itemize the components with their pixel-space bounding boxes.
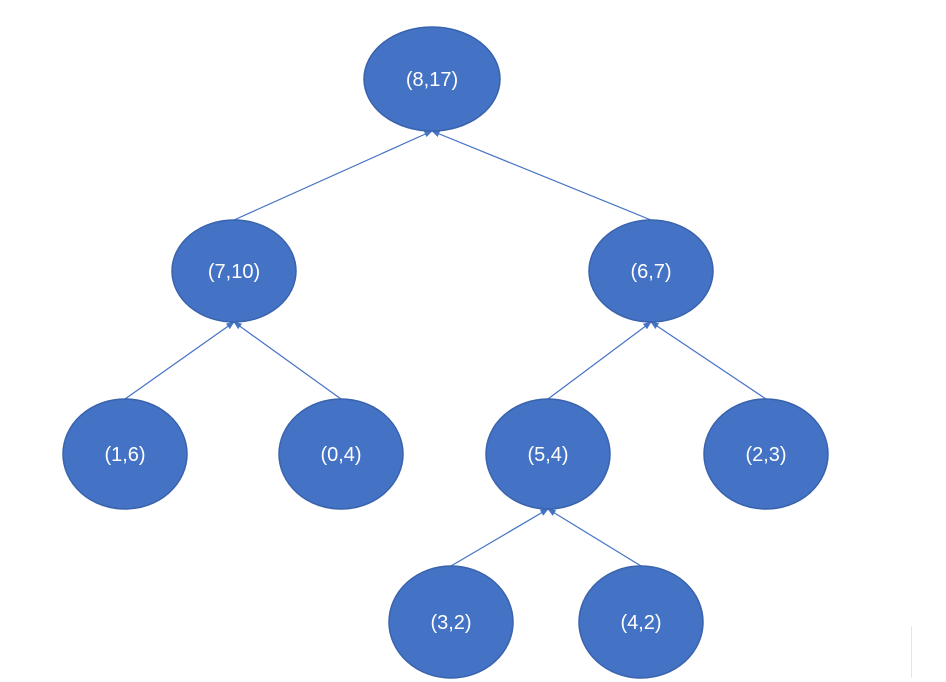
node-label: (4,2)	[620, 612, 661, 634]
tree-node-2-3: (2,3)	[703, 398, 829, 510]
node-ellipse	[703, 398, 829, 510]
edge-n-1-6-to-n-7-10	[124, 321, 235, 400]
tree-node-5-4: (5,4)	[485, 398, 611, 510]
edges-layer	[124, 130, 767, 567]
tree-node-1-6: (1,6)	[62, 398, 188, 510]
edge-n-7-10-to-n-8-17	[233, 130, 433, 221]
node-ellipse	[363, 26, 501, 132]
edge-n-2-3-to-n-6-7	[650, 321, 767, 400]
tree-node-3-2: (3,2)	[388, 565, 514, 679]
node-ellipse	[388, 565, 514, 679]
edge-n-3-2-to-n-5-4	[450, 508, 549, 567]
tree-node-7-10: (7,10)	[171, 219, 297, 323]
node-label: (5,4)	[527, 444, 568, 466]
tree-node-6-7: (6,7)	[588, 219, 714, 323]
node-ellipse	[62, 398, 188, 510]
node-label: (1,6)	[104, 444, 145, 466]
node-label: (7,10)	[208, 261, 260, 283]
edge-tick	[911, 626, 912, 678]
edge-n-4-2-to-n-5-4	[547, 508, 642, 567]
tree-node-4-2: (4,2)	[578, 565, 704, 679]
tree-node-0-4: (0,4)	[278, 398, 404, 510]
tree-node-8-17: (8,17)	[363, 26, 501, 132]
node-ellipse	[485, 398, 611, 510]
node-label: (2,3)	[745, 444, 786, 466]
node-label: (0,4)	[320, 444, 361, 466]
nodes-layer: (8,17) (7,10) (6,7) (1,6) (0,4) (5,4) (2,3) (3,…	[62, 26, 829, 679]
node-label: (8,17)	[406, 69, 458, 91]
edge-n-0-4-to-n-7-10	[233, 321, 342, 400]
edge-n-5-4-to-n-6-7	[547, 321, 652, 400]
edge-n-6-7-to-n-8-17	[431, 130, 652, 221]
node-label: (6,7)	[630, 261, 671, 283]
node-label: (3,2)	[430, 612, 471, 634]
node-ellipse	[578, 565, 704, 679]
node-ellipse	[278, 398, 404, 510]
node-ellipse	[171, 219, 297, 323]
node-ellipse	[588, 219, 714, 323]
